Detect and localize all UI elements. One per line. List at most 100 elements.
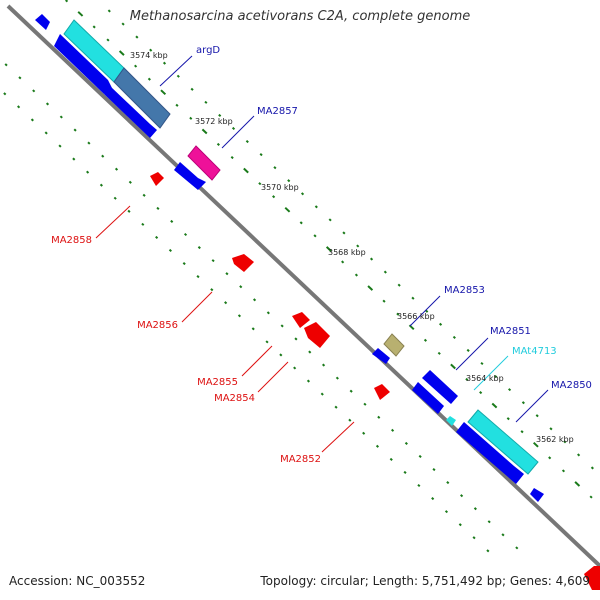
scale-tick <box>549 427 553 431</box>
gene-forward-arrow[interactable] <box>104 86 157 138</box>
scale-tick <box>354 273 358 277</box>
scale-tick <box>201 128 208 135</box>
scale-tick <box>155 235 159 239</box>
scale-tick <box>156 206 160 210</box>
gene-MA2850-cyan[interactable] <box>467 409 539 475</box>
gene-argD-steelblue[interactable] <box>113 67 171 129</box>
scale-tick <box>506 417 510 421</box>
scale-tick <box>486 549 490 553</box>
scale-tick <box>501 533 505 537</box>
gene-MA2856-arrow[interactable] <box>232 254 254 272</box>
scale-tick <box>204 100 208 104</box>
gene-forward-arrow[interactable] <box>35 14 50 30</box>
scale-tick <box>308 350 312 354</box>
gene-MA2853-khaki[interactable] <box>383 333 405 357</box>
scale-tick <box>218 113 222 117</box>
gene-label-MA2853[interactable]: MA2853 <box>444 285 485 296</box>
scale-tick <box>444 510 449 514</box>
gene-forward-arrow[interactable] <box>412 382 444 414</box>
gene-MA2854-arrow[interactable] <box>304 322 330 348</box>
gene-forward-arrow[interactable] <box>530 488 544 502</box>
scale-tick <box>480 361 484 366</box>
scale-tick <box>590 466 594 470</box>
leader-MA2857 <box>221 115 255 149</box>
gene-forward-arrow[interactable] <box>54 34 112 94</box>
scale-tick <box>118 50 125 56</box>
leader-MA2856 <box>181 291 213 323</box>
scale-tick <box>466 348 470 352</box>
scale-tick <box>325 246 332 252</box>
scale-label-3566: 3566 kbp <box>397 312 435 321</box>
scale-tick <box>377 415 381 419</box>
gene-label-MA2856[interactable]: MA2856 <box>137 320 178 331</box>
scale-tick <box>86 170 90 174</box>
scale-tick <box>280 324 284 328</box>
gene-label-argD[interactable]: argD <box>196 45 220 56</box>
scale-tick <box>59 115 63 119</box>
scale-tick <box>411 296 415 300</box>
gene-label-MA2852[interactable]: MA2852 <box>280 454 321 465</box>
scale-tick <box>515 546 519 550</box>
scale-tick <box>259 153 263 157</box>
gene-forward-arrow[interactable] <box>422 370 458 404</box>
scale-tick <box>279 353 283 357</box>
scale-tick <box>382 299 386 303</box>
scale-tick <box>320 392 324 396</box>
scale-tick <box>162 61 167 65</box>
scale-tick <box>472 536 476 540</box>
scale-tick <box>439 322 443 326</box>
gene-label-MA2851[interactable]: MA2851 <box>490 326 531 337</box>
scale-tick <box>418 454 422 459</box>
gene-label-MA2855[interactable]: MA2855 <box>197 377 238 388</box>
gene-MA2852-arrow[interactable] <box>374 384 390 400</box>
gene-MA2858-arrow[interactable] <box>150 172 164 186</box>
scale-label-3574: 3574 kbp <box>130 51 168 60</box>
scale-tick <box>160 89 167 96</box>
gene-label-MA2857[interactable]: MA2857 <box>257 106 298 117</box>
scale-tick <box>465 377 469 382</box>
scale-tick <box>239 285 243 289</box>
scale-tick <box>92 25 96 29</box>
gene-forward-arrow[interactable] <box>174 162 206 190</box>
scale-tick <box>458 523 462 527</box>
scale-tick <box>348 418 352 422</box>
scale-labels: 3574 kbp 3572 kbp 3570 kbp 3568 kbp 3566… <box>130 51 574 444</box>
scale-tick <box>190 87 194 91</box>
gene-reverse-arrow[interactable] <box>584 566 600 590</box>
scale-tick <box>367 285 374 291</box>
gene-label-MA2858[interactable]: MA2858 <box>51 235 92 246</box>
scale-tick <box>389 457 393 461</box>
gene-forward-arrow[interactable] <box>372 348 390 364</box>
scale-tick <box>65 0 69 3</box>
scale-tick <box>369 257 374 261</box>
scale-tick <box>535 414 539 418</box>
gene-forward-arrow[interactable] <box>456 422 524 484</box>
scale-tick <box>314 205 318 209</box>
scale-tick <box>306 379 311 383</box>
scale-tick <box>182 261 186 266</box>
scale-tick <box>251 327 255 331</box>
accession-text: Accession: NC_003552 <box>9 574 146 588</box>
gene-label-MA2850[interactable]: MA2850 <box>551 380 592 391</box>
scale-tick <box>417 483 421 488</box>
gene-label-MAt4713[interactable]: MAt4713 <box>512 346 557 357</box>
scale-tick <box>3 92 7 96</box>
scale-label-3572: 3572 kbp <box>195 117 233 126</box>
scale-label-3568: 3568 kbp <box>328 248 366 257</box>
scale-tick <box>446 481 450 485</box>
gene-MA2855-arrow[interactable] <box>292 312 310 328</box>
scale-tick <box>363 402 367 406</box>
scale-tick <box>403 470 407 475</box>
scale-tick <box>473 507 477 511</box>
scale-tick <box>294 337 298 341</box>
scale-tick <box>561 469 566 473</box>
leader-MA2850 <box>515 389 549 423</box>
scale-tick <box>342 231 346 235</box>
scale-tick <box>335 376 339 380</box>
scale-tick <box>128 180 132 184</box>
gene-MAt4713-tRNA[interactable] <box>446 416 456 426</box>
gene-MA2857-magenta[interactable] <box>187 145 221 181</box>
scale-tick <box>237 314 241 318</box>
gene-label-MA2854[interactable]: MA2854 <box>214 393 255 404</box>
